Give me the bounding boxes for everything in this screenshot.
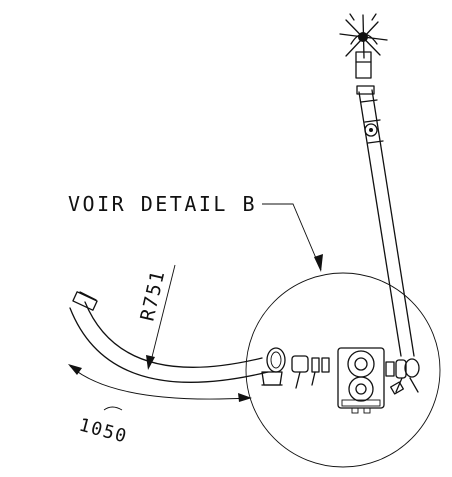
spray-head-icon [339,13,388,79]
detail-b-circle [245,272,441,468]
riser-pipe [356,85,415,357]
pump-assembly-icon [261,347,420,414]
callout-label: VOIR DETAIL B [68,192,257,216]
callout-leader [262,203,323,272]
arc-length-label: 1050 [77,415,130,448]
radius-label: R751 [136,268,169,323]
radius-dimension: R751 [136,264,176,370]
arc-length-dimension: 1050 [68,364,252,448]
curved-hose [69,291,269,383]
